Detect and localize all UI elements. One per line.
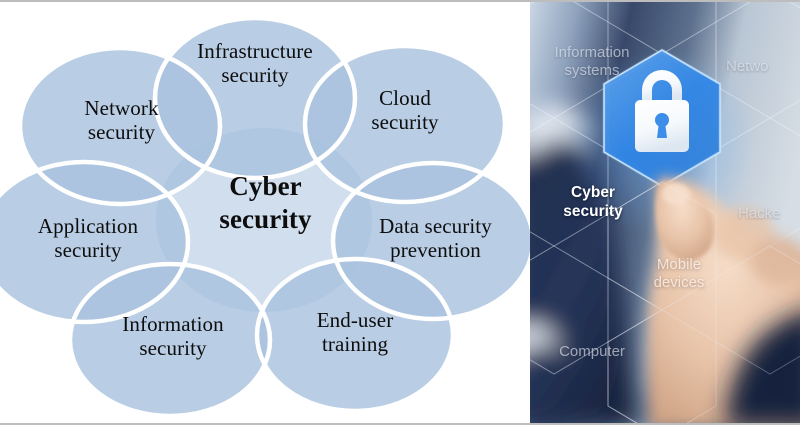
petal-network-security[interactable]	[20, 48, 220, 204]
venn-diagram-panel: Infrastructure security Cloud security D…	[0, 2, 530, 423]
petal-outline-data	[330, 160, 530, 322]
photo-panel: Information systems Netwo Cyber security…	[530, 2, 800, 423]
photo-svg	[530, 2, 800, 423]
venn-diagram-svg	[0, 15, 530, 419]
photo-hand	[647, 177, 800, 423]
petal-outline-cloud	[302, 43, 508, 205]
petal-outline-enduser	[254, 256, 456, 414]
padlock-icon	[635, 70, 689, 152]
petal-outline-application	[0, 159, 191, 325]
hexagon-lattice-overlay	[607, 181, 800, 423]
petal-outline-network	[17, 45, 223, 207]
petal-outline-infrastructure	[152, 15, 358, 181]
petal-outline-information	[67, 261, 273, 419]
